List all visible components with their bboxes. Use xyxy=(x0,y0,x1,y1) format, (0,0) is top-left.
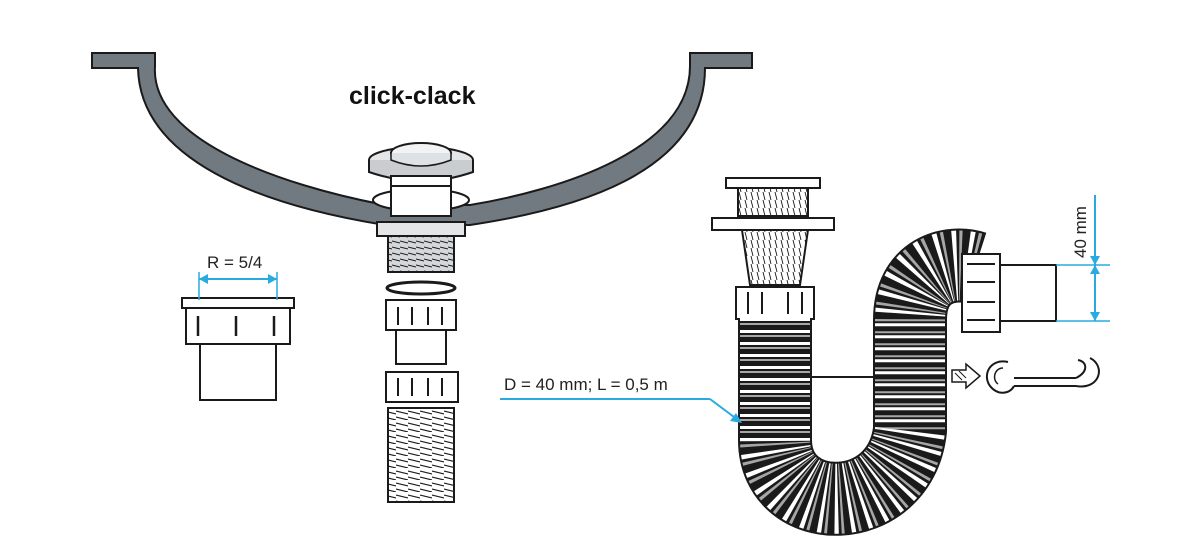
hook-clip-icon xyxy=(985,357,1100,394)
outlet-height-dimension: 40 mm xyxy=(1056,195,1110,322)
thread-size-label: R = 5/4 xyxy=(207,253,262,272)
hose-connector xyxy=(385,371,459,503)
outlet-pipe xyxy=(961,253,1057,333)
outlet-height-label: 40 mm xyxy=(1071,206,1090,258)
thread-dimension: R = 5/4 xyxy=(198,253,278,300)
hose-spec-callout: D = 40 mm; L = 0,5 m xyxy=(500,375,742,423)
click-clack-valve xyxy=(368,142,474,273)
hose-spec-label: D = 40 mm; L = 0,5 m xyxy=(504,375,668,394)
drain-top xyxy=(711,177,835,286)
corrugated-hose xyxy=(738,228,987,536)
thread-adapter xyxy=(181,297,295,401)
diagram-title: click-clack xyxy=(349,82,476,110)
siphon-nut xyxy=(735,286,815,320)
sink-bowl xyxy=(91,52,753,226)
o-ring xyxy=(385,280,457,296)
arrow-right-icon xyxy=(951,362,982,390)
coupling-nut xyxy=(385,299,457,365)
